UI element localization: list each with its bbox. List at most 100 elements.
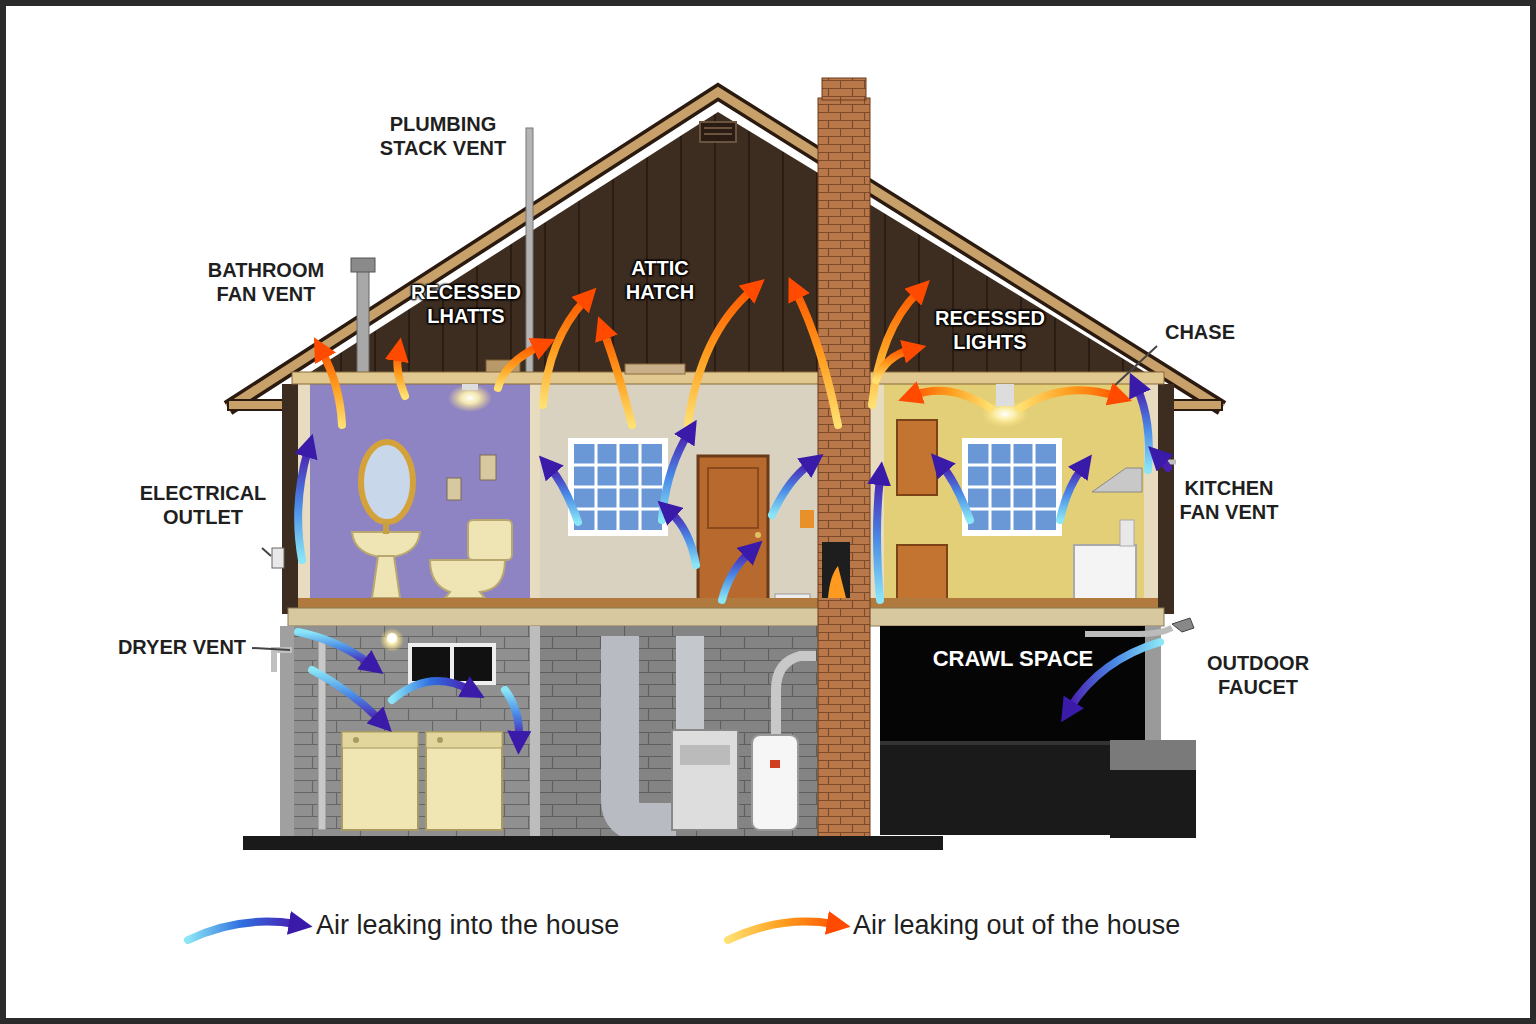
bathroom-fixtures xyxy=(352,442,512,598)
ceiling xyxy=(292,372,1164,384)
air-in-arrows xyxy=(662,434,688,520)
callout-label: DRYER VENT xyxy=(107,635,257,659)
outlet-and-vents xyxy=(272,548,284,568)
vent-pipes xyxy=(351,258,375,272)
basement xyxy=(280,626,818,838)
air-in-arrows xyxy=(722,552,750,600)
callout-label: ELECTRICAL OUTLET xyxy=(128,481,278,529)
attic xyxy=(704,128,732,134)
chimney xyxy=(818,78,870,838)
chimney xyxy=(818,98,870,838)
bathroom-fixtures xyxy=(352,532,420,558)
kitchen-fixtures xyxy=(897,420,1142,600)
legend-item: Air leaking out of the house xyxy=(853,909,1180,941)
air-in-arrows xyxy=(670,512,696,565)
leader-lines xyxy=(252,346,1157,650)
crawl-space-ground xyxy=(880,741,1145,835)
air-out-arrows xyxy=(914,391,990,408)
air-in-arrows xyxy=(392,681,470,700)
ceiling xyxy=(292,364,1164,428)
roof-trim xyxy=(228,92,1222,408)
attic xyxy=(298,112,1158,380)
basement xyxy=(770,760,780,768)
air-in-arrows xyxy=(550,468,578,522)
rooms xyxy=(540,384,818,600)
air-in-arrows xyxy=(772,464,810,515)
basement xyxy=(540,626,818,838)
floor xyxy=(288,598,1164,626)
air-out-arrows xyxy=(498,346,540,388)
basement xyxy=(380,628,404,652)
bathroom-fixtures xyxy=(372,556,400,598)
basement xyxy=(776,656,816,738)
air-in-arrows xyxy=(1137,388,1149,470)
bathroom-fixtures xyxy=(447,478,461,500)
vent-pipes xyxy=(357,268,369,378)
callout-label: KITCHEN FAN VENT xyxy=(1169,476,1289,524)
basement xyxy=(672,730,738,830)
roof-trim xyxy=(228,92,1222,408)
bathroom-fixtures xyxy=(361,442,413,522)
leader-lines xyxy=(1112,346,1157,388)
rooms xyxy=(530,384,540,600)
floor xyxy=(288,608,1164,626)
callout-label: CHASE xyxy=(1155,320,1245,344)
air-out-arrows xyxy=(322,352,342,425)
living-room-fixtures xyxy=(800,510,814,528)
ground-line xyxy=(243,836,943,850)
kitchen-fixtures xyxy=(968,444,1056,530)
ground-line xyxy=(243,836,943,850)
living-room-fixtures xyxy=(755,532,761,538)
bathroom-fixtures xyxy=(383,522,389,534)
rooms xyxy=(870,384,1158,600)
callout-label: RECESSED LIGHTS xyxy=(920,306,1060,354)
basement xyxy=(280,626,294,838)
rooms xyxy=(870,384,884,600)
rooms xyxy=(298,384,1158,600)
upper-walls xyxy=(282,384,1174,614)
air-in-arrows xyxy=(298,388,1168,738)
crawl-space-ground xyxy=(1172,618,1194,632)
air-in-arrows xyxy=(505,690,519,738)
air-in-arrows xyxy=(877,478,880,600)
chimney xyxy=(822,78,866,100)
basement xyxy=(450,645,454,683)
callout-label: OUTDOOR FAUCET xyxy=(1193,651,1323,699)
crawl-space-ground xyxy=(1085,628,1172,634)
basement xyxy=(353,737,359,743)
living-room-fixtures xyxy=(568,438,668,536)
legend-text: Air leaking out of the house xyxy=(853,910,1180,940)
basement xyxy=(426,732,502,748)
ceiling xyxy=(462,384,478,390)
basement xyxy=(752,735,798,830)
kitchen-fixtures xyxy=(1092,468,1142,492)
callout-label: RECESSED LHATTS xyxy=(401,280,531,328)
living-room-fixtures xyxy=(698,456,768,600)
legend-text: Air leaking into the house xyxy=(316,910,619,940)
outlet-and-vents xyxy=(274,650,292,672)
living-room-fixtures xyxy=(574,444,662,530)
basement xyxy=(437,737,443,743)
kitchen-fixtures xyxy=(1074,545,1136,600)
air-in-arrows xyxy=(312,670,380,720)
crawl-space-ground xyxy=(1110,740,1196,770)
outlet-and-vents xyxy=(272,462,1176,672)
basement xyxy=(318,640,326,830)
callout-label: BATHROOM FAN VENT xyxy=(196,258,336,306)
basement xyxy=(530,626,540,838)
air-in-arrows xyxy=(1060,468,1082,520)
picture-frame xyxy=(6,6,1530,1018)
basement xyxy=(342,732,418,748)
floor xyxy=(298,598,1158,608)
living-room-fixtures xyxy=(574,444,662,530)
basement xyxy=(387,633,397,643)
crawl-space-ground xyxy=(1110,770,1196,838)
basement xyxy=(620,636,676,822)
legend-arrows xyxy=(728,922,834,940)
basement xyxy=(410,645,494,683)
chimney xyxy=(822,542,850,598)
kitchen-fixtures xyxy=(1120,520,1134,546)
basement xyxy=(676,636,704,740)
